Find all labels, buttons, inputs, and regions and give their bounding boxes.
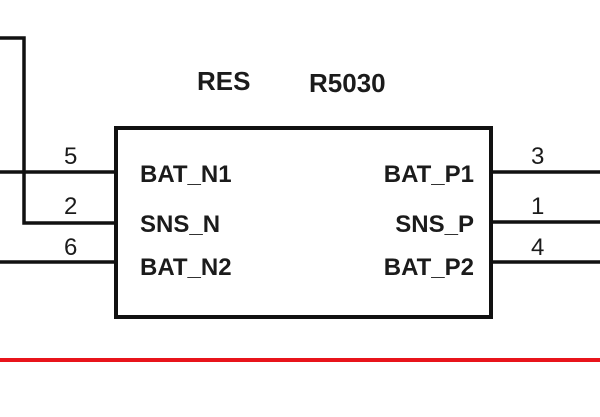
pin-number-3: 3 <box>531 143 544 170</box>
pin-number-1: 1 <box>531 193 544 220</box>
pin-number-4: 4 <box>531 234 544 261</box>
pin-name-sns-p: SNS_P <box>395 211 474 238</box>
pin-name-bat-p2: BAT_P2 <box>384 254 474 281</box>
sns-n-feed-wire <box>0 36 116 225</box>
pin-number-6: 6 <box>64 234 77 261</box>
pin-number-5: 5 <box>64 143 77 170</box>
component-ref-label: R5030 <box>309 68 386 98</box>
pin-name-bat-n1: BAT_N1 <box>140 161 232 188</box>
pin-name-bat-n2: BAT_N2 <box>140 254 232 281</box>
pin-number-2: 2 <box>64 193 77 220</box>
component-body <box>114 126 493 319</box>
pin-name-bat-p1: BAT_P1 <box>384 161 474 188</box>
component-type-label: RES <box>197 66 250 96</box>
pin-name-sns-n: SNS_N <box>140 211 220 238</box>
